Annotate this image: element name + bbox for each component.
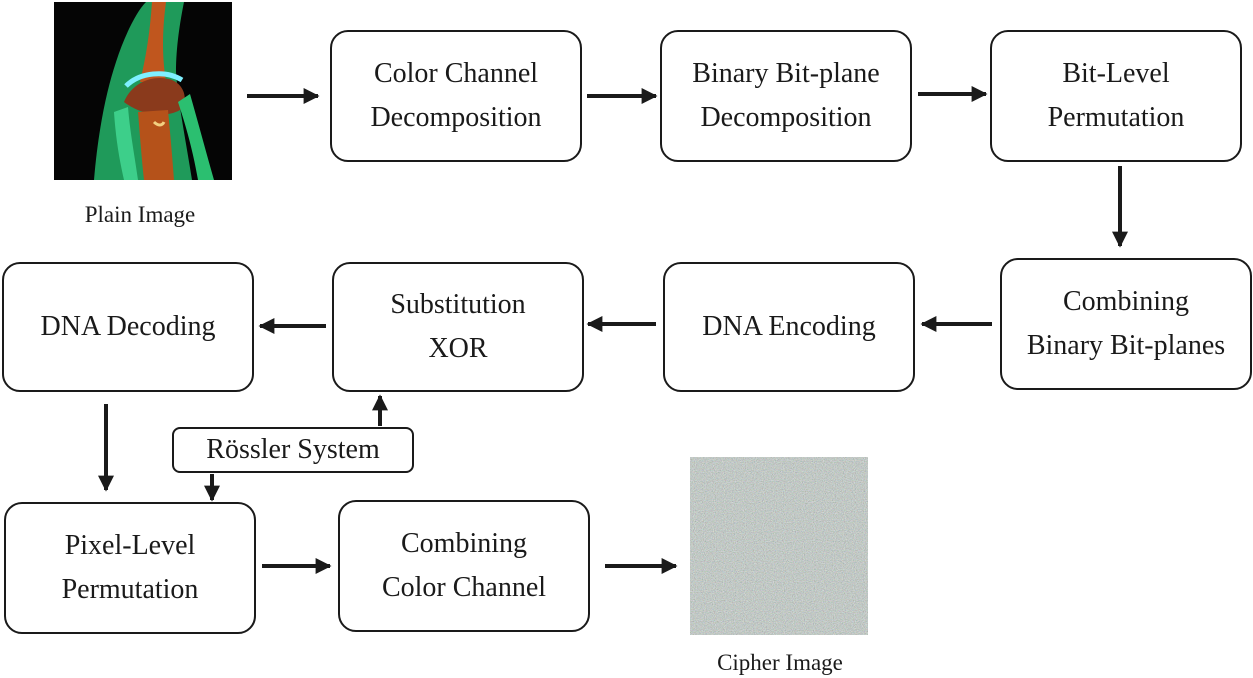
box-label-line: Combining	[400, 528, 527, 559]
box-label-line: Substitution	[390, 289, 526, 320]
cipher-image-caption: Cipher Image	[717, 650, 843, 675]
box-label-line: Color Channel	[381, 572, 547, 603]
rossler-system-label: Rössler System	[206, 434, 380, 465]
box-label-line: Combining	[1062, 286, 1189, 317]
box-label-line: Bit-Level	[1062, 58, 1170, 89]
box-label-line: XOR	[428, 333, 488, 364]
box-label-line: DNA Encoding	[702, 311, 876, 342]
plain-image-caption: Plain Image	[84, 202, 196, 227]
box-label-line: Permutation	[61, 574, 199, 605]
box-label-line: DNA Decoding	[40, 311, 216, 342]
cipher-image	[690, 457, 868, 635]
box-label-line: Decomposition	[370, 102, 542, 133]
rossler-system-box: Rössler System	[172, 427, 414, 473]
box-label-line: Permutation	[1047, 102, 1185, 133]
box-label-line: Binary Bit-planes	[1026, 330, 1226, 361]
dna-decoding-box: DNA Decoding	[2, 262, 254, 392]
box-label-line: Decomposition	[700, 102, 872, 133]
dna-encoding-box: DNA Encoding	[663, 262, 915, 392]
box-label-line: Color Channel	[373, 58, 539, 89]
box-label-line: Pixel-Level	[64, 530, 196, 561]
box-label-line: Binary Bit-plane	[692, 58, 880, 89]
plain-image	[54, 2, 232, 180]
